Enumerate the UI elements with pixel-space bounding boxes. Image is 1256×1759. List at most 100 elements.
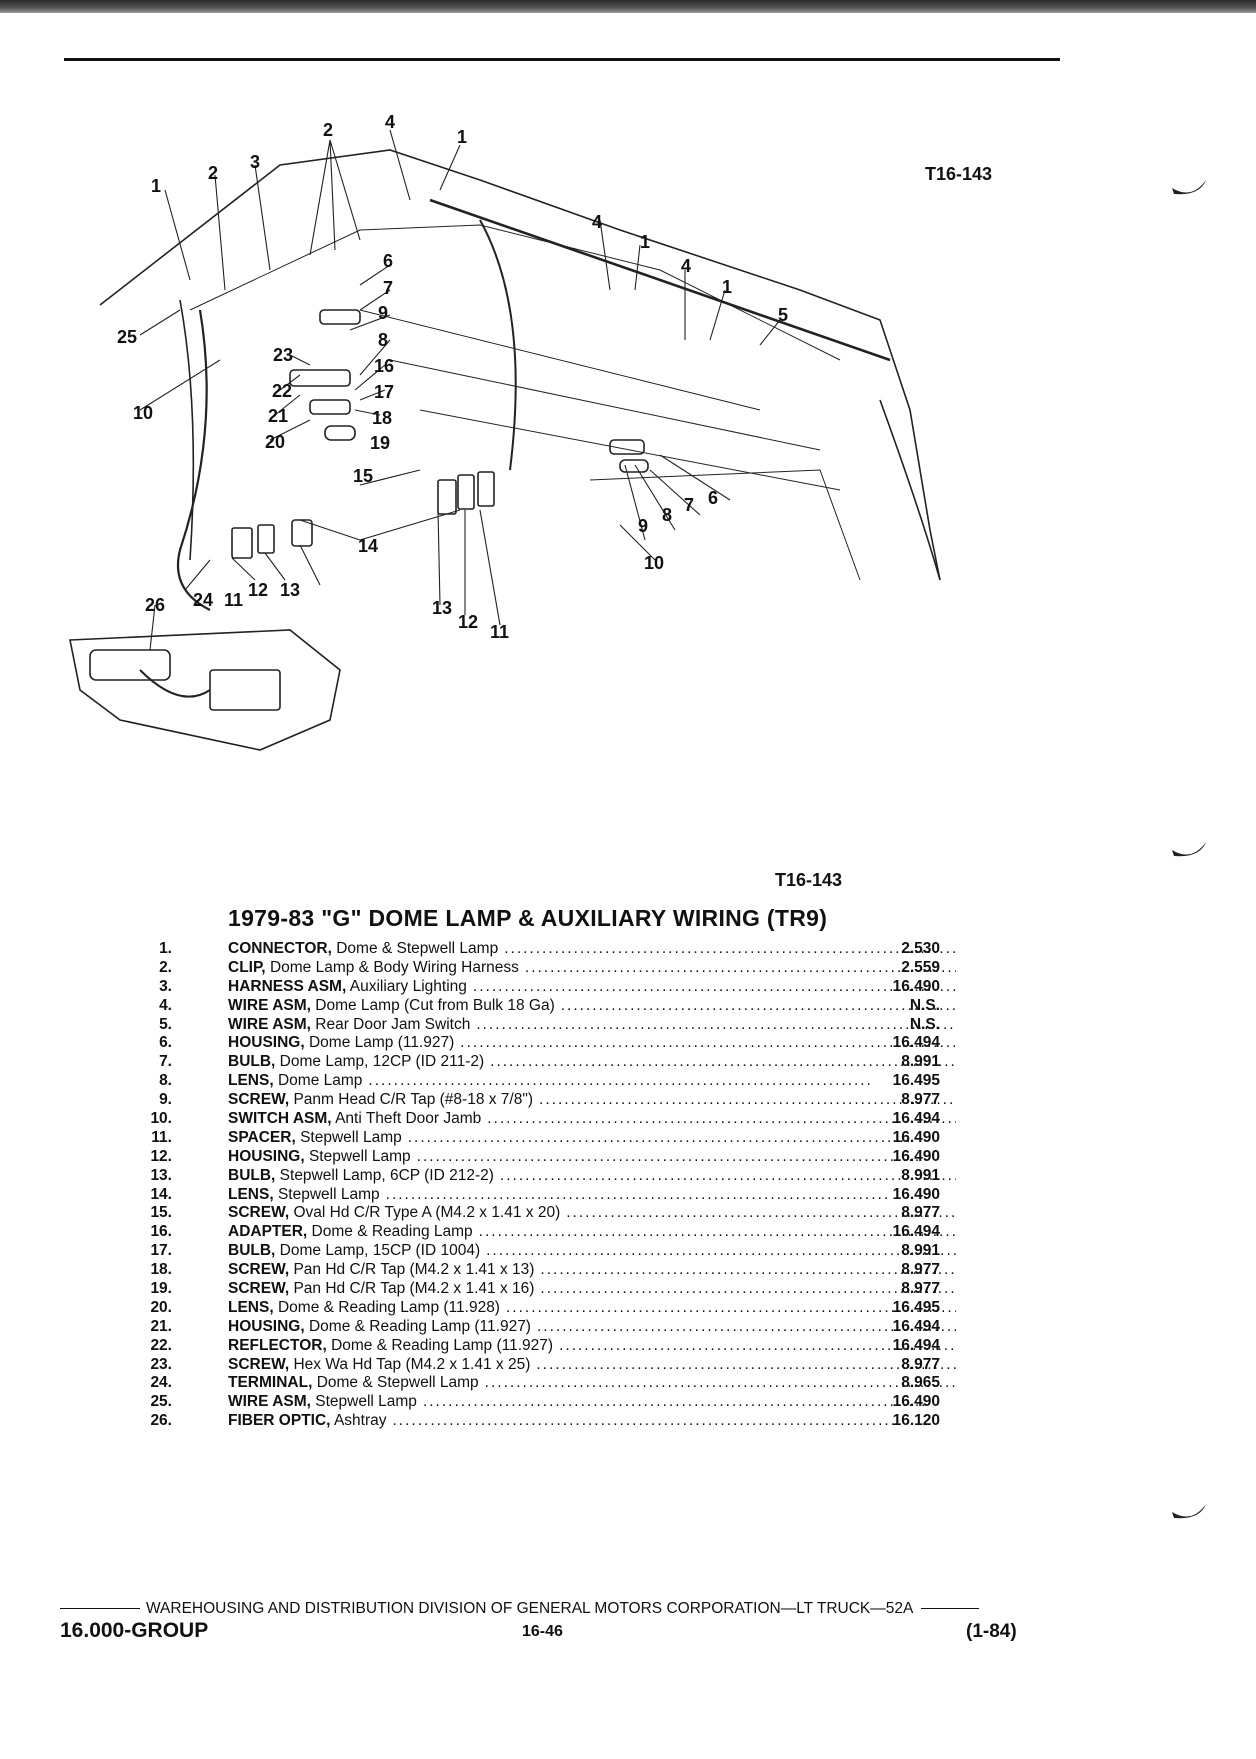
rear-dome-lamp-housing [609, 439, 645, 455]
scan-top-edge [0, 0, 1256, 13]
part-row: 3.HARNESS ASM, Auxiliary Lighting.......… [130, 977, 956, 997]
group-number: 2.559 [901, 958, 940, 976]
group-number: N.S. [909, 996, 940, 1014]
part-name: HARNESS ASM, [228, 977, 347, 995]
part-name: SCREW, [228, 1091, 290, 1109]
roof-rib [419, 409, 841, 491]
part-description: WIRE ASM, Dome Lamp (Cut from Bulk 18 Ga… [228, 997, 956, 1016]
leader-dots: ........................................… [505, 1298, 956, 1316]
part-row: 1.CONNECTOR, Dome & Stepwell Lamp.......… [130, 940, 956, 959]
part-number: 4. [159, 996, 172, 1014]
part-detail: Ashtray [333, 1412, 387, 1430]
parts-list: 1.CONNECTOR, Dome & Stepwell Lamp.......… [130, 940, 956, 1431]
part-description: BULB, Dome Lamp, 12CP (ID 211-2)........… [228, 1053, 956, 1072]
part-row: 15.SCREW, Oval Hd C/R Type A (M4.2 x 1.4… [130, 1204, 956, 1223]
leader-dots: ........................................… [407, 1128, 913, 1146]
part-detail: Dome Lamp & Body Wiring Harness [269, 958, 519, 976]
callout-8b: 8 [662, 505, 673, 525]
fiber-optic-line [139, 669, 211, 698]
group-number: 8.977 [901, 1355, 940, 1373]
part-detail: Dome Lamp [277, 1072, 363, 1090]
group-number: 8.991 [901, 1166, 940, 1184]
part-name: SWITCH ASM, [228, 1110, 332, 1128]
part-number: 16. [150, 1223, 172, 1241]
part-row: 8.LENS, Dome Lamp.......................… [130, 1072, 950, 1091]
part-description: HOUSING, Stepwell Lamp..................… [228, 1148, 956, 1167]
group-number: 8.965 [901, 1374, 940, 1392]
callout-3: 3 [250, 152, 261, 172]
part-row: 20.LENS, Dome & Reading Lamp (11.928)...… [130, 1298, 956, 1318]
roof-rib [359, 309, 761, 411]
part-name: SCREW, [228, 1355, 290, 1373]
group-number: 8.977 [901, 1204, 940, 1222]
group-number: 8.991 [901, 1053, 940, 1071]
part-number: 21. [150, 1317, 172, 1335]
callout-12b: 12 [458, 612, 479, 632]
exploded-diagram [69, 129, 941, 751]
leader-dots: ........................................… [559, 1336, 956, 1354]
part-name: LENS, [228, 1185, 274, 1203]
part-detail: Dome & Reading Lamp [311, 1223, 473, 1241]
part-name: SCREW, [228, 1261, 290, 1279]
part-name: SCREW, [228, 1280, 290, 1298]
group-number: 16.494 [892, 1223, 940, 1241]
callout-9: 9 [378, 303, 389, 323]
part-description: CLIP, Dome Lamp & Body Wiring Harness...… [228, 959, 956, 978]
part-detail: Stepwell Lamp [300, 1128, 402, 1146]
part-detail: Dome & Stepwell Lamp [336, 940, 499, 957]
group-number: 16.490 [892, 977, 940, 995]
group-number: 16.494 [892, 1110, 940, 1128]
callout-17: 17 [374, 382, 395, 402]
leader-dots: ........................................… [504, 940, 956, 957]
callout-16: 16 [374, 356, 395, 376]
part-row: 19.SCREW, Pan Hd C/R Tap (M4.2 x 1.41 x … [130, 1280, 956, 1299]
callout-19: 19 [370, 433, 391, 453]
stepwell-housing-right [457, 474, 475, 510]
part-description: SCREW, Panm Head C/R Tap (#8-18 x 7/8").… [228, 1091, 956, 1110]
part-description: LENS, Stepwell Lamp.....................… [228, 1186, 956, 1205]
callout-1: 1 [151, 176, 162, 196]
part-description: SCREW, Oval Hd C/R Type A (M4.2 x 1.41 x… [228, 1204, 956, 1223]
part-number: 9. [159, 1091, 172, 1109]
part-number: 2. [159, 958, 172, 976]
callout-15: 15 [353, 466, 374, 486]
callout-2b: 2 [323, 120, 334, 140]
leader-dots: ........................................… [536, 1317, 956, 1335]
part-number: 7. [159, 1053, 172, 1071]
part-row: 17.BULB, Dome Lamp, 15CP (ID 1004)......… [130, 1242, 956, 1261]
group-number: 16.494 [892, 1034, 940, 1052]
leader-dots: ........................................… [385, 1185, 891, 1203]
part-number: 8. [159, 1072, 172, 1090]
left-pillar [179, 299, 195, 561]
group-number: 16.494 [892, 1317, 940, 1335]
leader-dots: ........................................… [460, 1034, 956, 1052]
group-number: 16.490 [892, 1147, 940, 1165]
rear-dome-lamp-lens [619, 459, 649, 473]
part-row: 21.HOUSING, Dome & Reading Lamp (11.927)… [130, 1317, 956, 1337]
part-detail: Dome & Reading Lamp (11.927) [331, 1336, 554, 1354]
part-description: LENS, Dome Lamp.........................… [228, 1072, 956, 1091]
leader-dots: ........................................… [392, 1412, 898, 1430]
callout-6: 6 [383, 251, 394, 271]
stepwell-housing [257, 524, 275, 554]
footer-page-number: 16-46 [522, 1623, 563, 1640]
callout-4b: 4 [592, 212, 603, 232]
callout-26: 26 [145, 595, 166, 615]
part-detail: Pan Hd C/R Tap (M4.2 x 1.41 x 16) [293, 1280, 535, 1298]
part-detail: Oval Hd C/R Type A (M4.2 x 1.41 x 20) [293, 1204, 561, 1222]
stepwell-spacer [231, 527, 253, 559]
group-number: 16.490 [892, 1393, 940, 1411]
part-detail: Dome Lamp (11.927) [308, 1034, 455, 1052]
group-number: 16.490 [892, 1128, 940, 1146]
group-number: N.S. [909, 1015, 940, 1033]
part-detail: Dome & Reading Lamp (11.928) [277, 1298, 500, 1316]
callout-6b: 6 [708, 488, 719, 508]
right-pillar [879, 399, 941, 581]
part-detail: Stepwell Lamp [277, 1185, 380, 1203]
part-description: FIBER OPTIC, Ashtray....................… [228, 1412, 956, 1431]
leader-dots: ........................................… [472, 977, 956, 995]
stepwell-lens-right [477, 471, 495, 507]
part-number: 13. [150, 1166, 172, 1184]
callout-4: 4 [385, 112, 396, 132]
part-row: 22.REFLECTOR, Dome & Reading Lamp (11.92… [130, 1336, 956, 1356]
